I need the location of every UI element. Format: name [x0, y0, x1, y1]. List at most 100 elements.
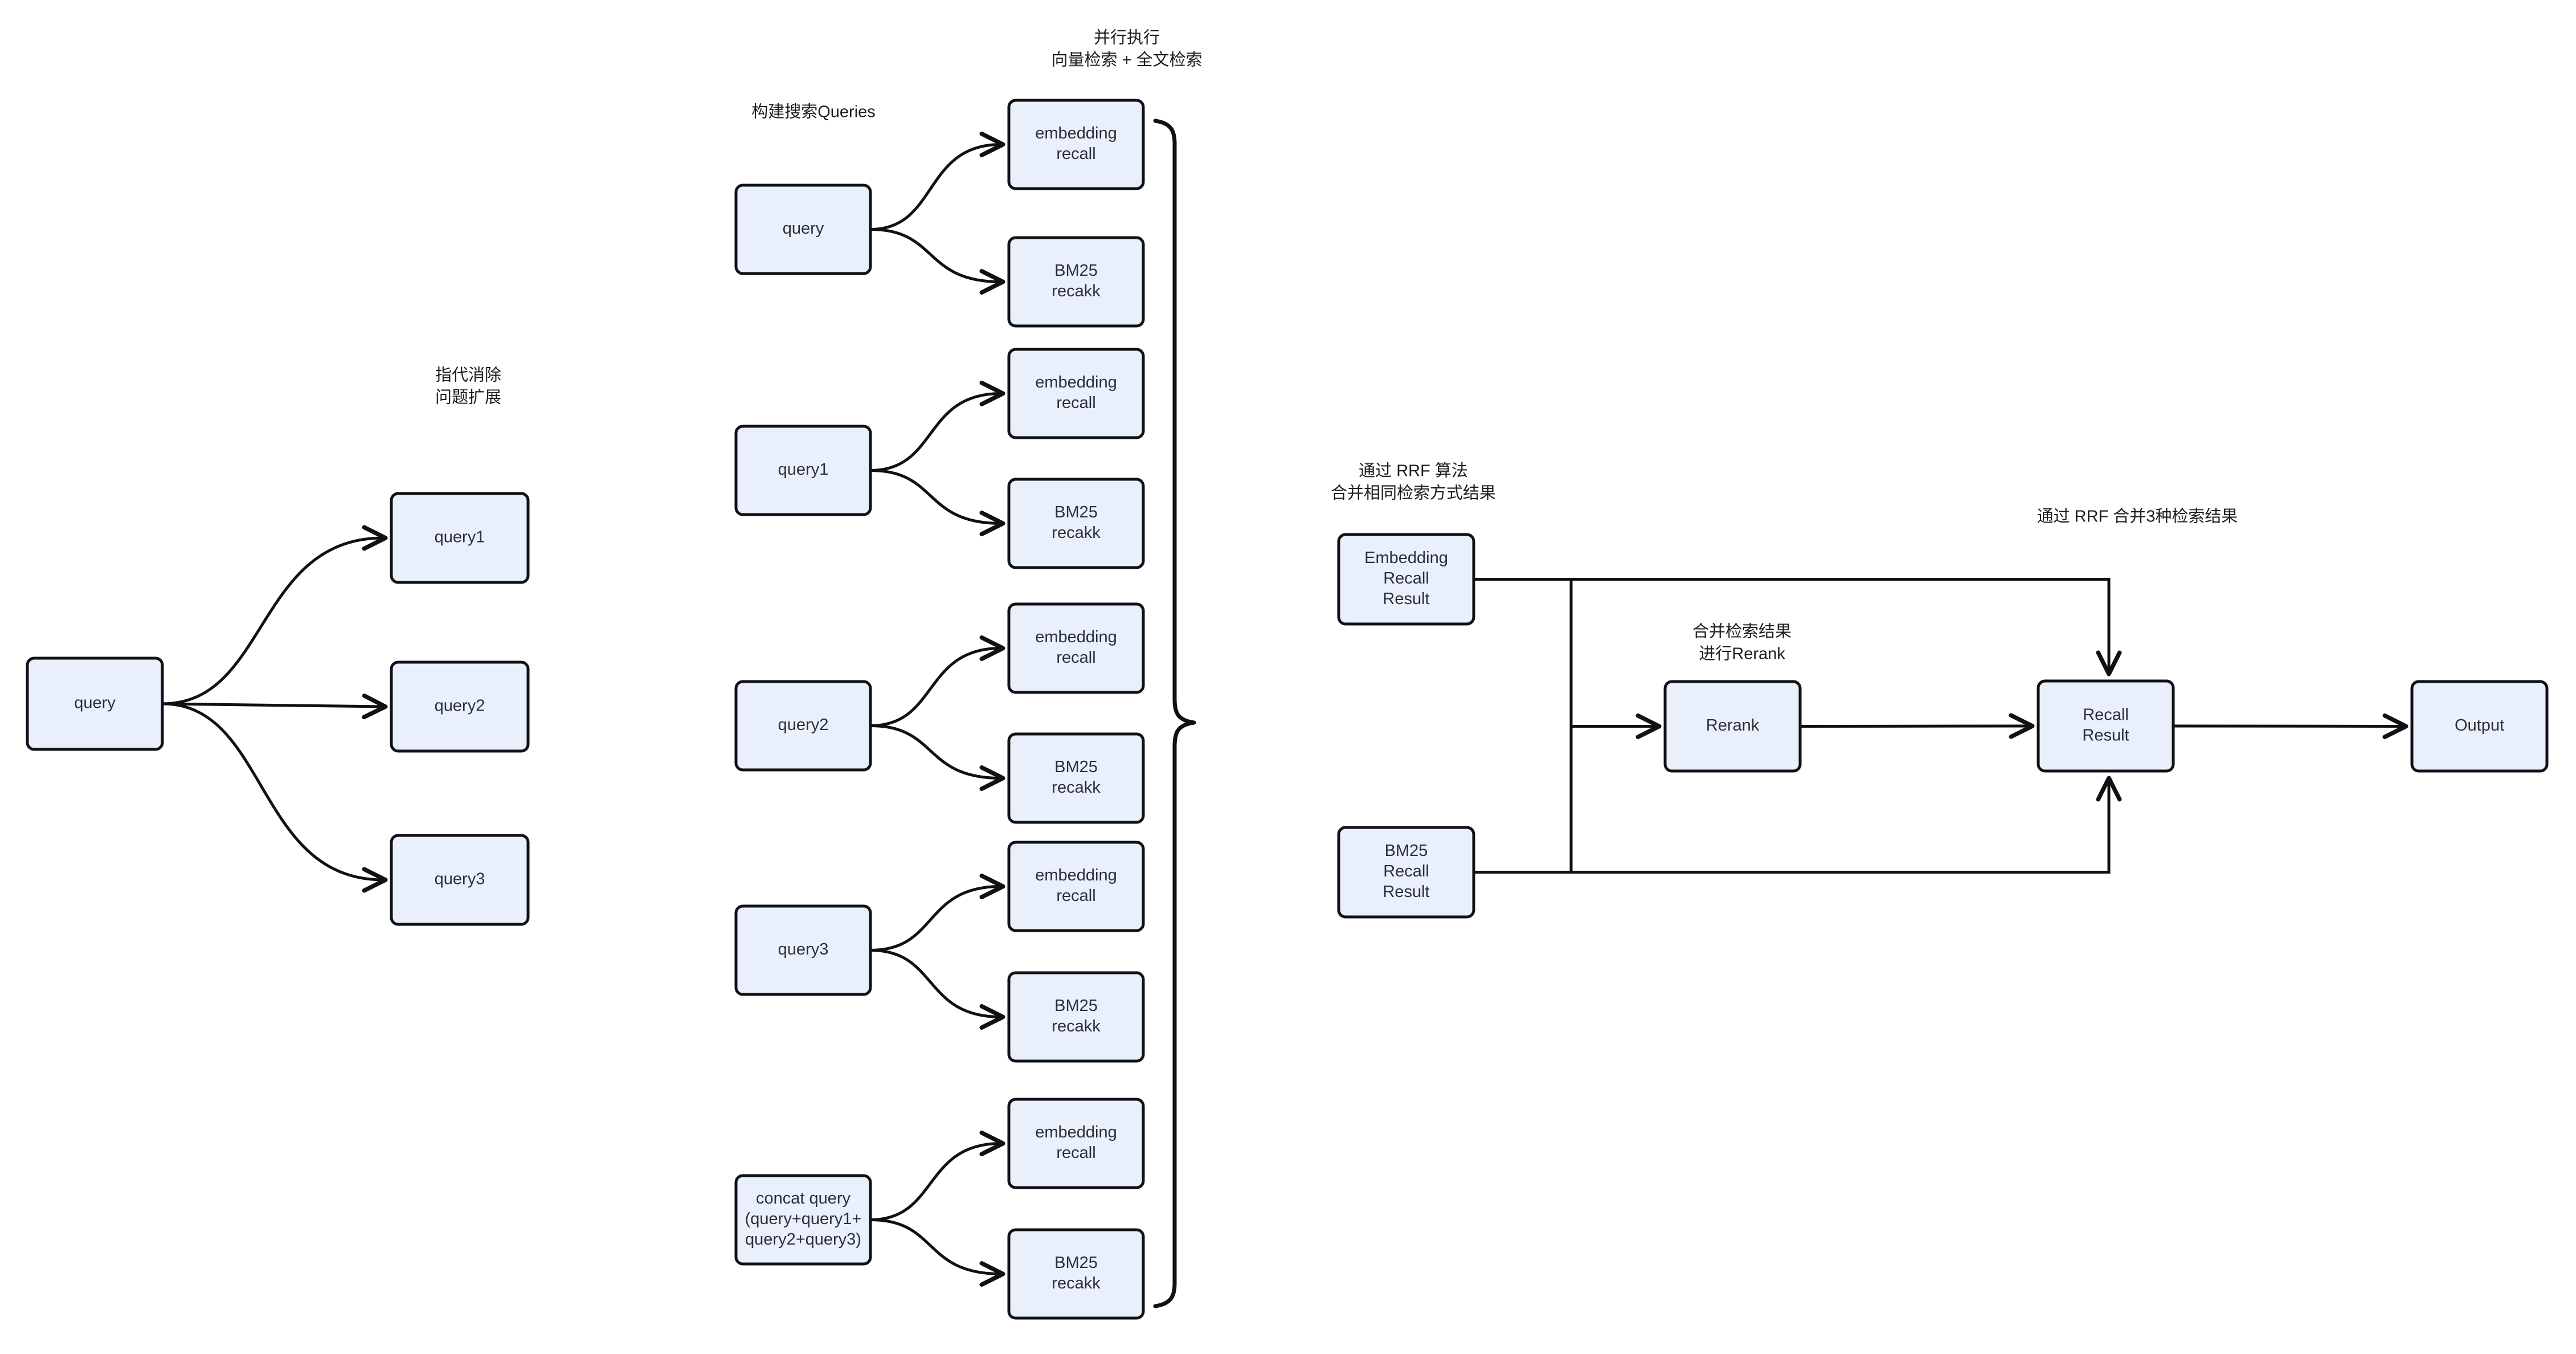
node-embedding-recall-3-label: embedding: [1035, 866, 1117, 884]
node-bm25-recall-result-rect: [1337, 826, 1475, 919]
node-concat-query-label: query2+query3): [745, 1230, 861, 1249]
node-query-q3[interactable]: query3: [734, 904, 872, 996]
node-query2-left[interactable]: query2: [390, 660, 530, 753]
edge-query-to-query3: [162, 702, 388, 893]
node-embedding-recall-1-rect: [1007, 348, 1145, 439]
caption-rrf-merge-same-line: 通过 RRF 算法: [1359, 462, 1468, 480]
caption-parallel-exec-line: 向量检索 + 全文检索: [1051, 51, 1202, 70]
caption-build-queries-line: 构建搜索Queries: [751, 103, 876, 121]
edge-group-query3-to-embedding: [870, 874, 1005, 952]
node-query-q0[interactable]: query: [734, 183, 872, 275]
caption-rrf-merge-same-line: 合并相同检索方式结果: [1331, 484, 1496, 503]
node-embedding-recall-3-label: recall: [1056, 887, 1095, 905]
node-embedding-recall-4-label: embedding: [1035, 1123, 1117, 1141]
node-query1-left[interactable]: query1: [390, 492, 530, 584]
edge-embedding-result-to-recall-result: [1474, 578, 2122, 676]
node-bm25-recall-1-label: recakk: [1052, 524, 1101, 542]
node-query-q2[interactable]: query2: [734, 680, 872, 772]
node-query-q1[interactable]: query1: [734, 425, 872, 516]
node-query2-left-rect: [390, 660, 530, 753]
caption-rrf-merge-three: 通过 RRF 合并3种检索结果: [2037, 507, 2238, 526]
node-bm25-recall-2-label: BM25: [1054, 758, 1098, 776]
node-query-q3-rect: [734, 904, 872, 996]
edge-group-concat-to-embedding: [870, 1131, 1005, 1221]
edge-group-query1-to-bm25: [870, 469, 1005, 536]
node-bm25-recall-1[interactable]: BM25 recakk: [1007, 478, 1145, 569]
edge-rerank-to-recall-result: [1800, 713, 2035, 739]
node-embedding-recall-2-label: recall: [1056, 649, 1095, 667]
node-bm25-recall-2-label: recakk: [1052, 778, 1101, 797]
node-bm25-recall-3-label: recakk: [1052, 1017, 1101, 1035]
caption-rrf-merge-three-line: 通过 RRF 合并3种检索结果: [2037, 507, 2238, 526]
node-embedding-recall-0-label: recall: [1056, 145, 1095, 163]
node-query1-left-label: query1: [435, 528, 485, 547]
node-embedding-recall-result-rect: [1337, 533, 1475, 626]
node-bm25-recall-3-rect: [1007, 971, 1145, 1063]
node-bm25-recall-1-rect: [1007, 478, 1145, 569]
node-bm25-recall-2[interactable]: BM25 recakk: [1007, 732, 1145, 824]
node-embedding-recall-result-label: Result: [1383, 590, 1429, 608]
edge-group-query-to-bm25: [870, 228, 1005, 295]
node-recall-result-label: Result: [2082, 727, 2129, 745]
node-concat-query-rect: [734, 1174, 872, 1266]
node-bm25-recall-3[interactable]: BM25 recakk: [1007, 971, 1145, 1063]
node-query-q2-label: query2: [778, 716, 829, 734]
caption-merge-rerank-line: 合并检索结果: [1692, 622, 1792, 641]
node-embedding-recall-4-rect: [1007, 1098, 1145, 1189]
node-embedding-recall-1-label: recall: [1056, 394, 1095, 412]
node-embedding-recall-1-label: embedding: [1035, 373, 1117, 391]
edge-recall-result-to-output: [2173, 713, 2409, 739]
node-recall-result-label: Recall: [2083, 706, 2129, 724]
caption-query-rewrite-line: 指代消除: [435, 366, 501, 385]
edge-bm25-result-to-recall-result: [1474, 776, 2122, 874]
node-query3-left-label: query3: [435, 870, 485, 888]
node-concat-query-label: concat query: [756, 1189, 851, 1208]
node-rerank-rect: [1663, 680, 1802, 773]
node-embedding-recall-0[interactable]: embedding recall: [1007, 99, 1145, 190]
node-bm25-recall-1-label: BM25: [1054, 503, 1098, 521]
node-bm25-recall-result-label: Recall: [1383, 862, 1429, 880]
node-bm25-recall-4-rect: [1007, 1228, 1145, 1320]
node-embedding-recall-2-rect: [1007, 602, 1145, 694]
node-output-rect: [2410, 680, 2549, 773]
node-query-root[interactable]: query: [26, 656, 164, 751]
caption-parallel-exec-line: 并行执行: [1094, 28, 1160, 47]
node-embedding-recall-0-label: embedding: [1035, 124, 1117, 142]
node-concat-query[interactable]: concat query(query+query1+query2+query3): [734, 1174, 872, 1266]
edge-group-query1-to-embedding: [870, 381, 1005, 472]
node-query3-left-rect: [390, 834, 530, 926]
node-embedding-recall-1[interactable]: embedding recall: [1007, 348, 1145, 439]
edge-query-to-query1: [162, 525, 388, 705]
node-output[interactable]: Output: [2410, 680, 2549, 773]
node-query-q1-rect: [734, 425, 872, 516]
node-bm25-recall-2-rect: [1007, 732, 1145, 824]
node-query3-left[interactable]: query3: [390, 834, 530, 926]
node-bm25-recall-4-label: BM25: [1054, 1254, 1098, 1272]
edges-layer: [162, 119, 2409, 1308]
node-embedding-recall-3[interactable]: embedding recall: [1007, 841, 1145, 932]
edge-group-query2-to-bm25: [870, 724, 1005, 791]
node-query1-left-rect: [390, 492, 530, 584]
node-bm25-recall-result-label: BM25: [1385, 842, 1428, 860]
node-bm25-recall-0-label: BM25: [1054, 262, 1098, 280]
node-embedding-recall-result-label: Recall: [1383, 569, 1429, 588]
node-bm25-recall-3-label: BM25: [1054, 997, 1098, 1015]
node-embedding-recall-3-rect: [1007, 841, 1145, 932]
node-rerank[interactable]: Rerank: [1663, 680, 1802, 773]
edge-query-to-query2: [162, 694, 388, 720]
node-query2-left-label: query2: [435, 697, 485, 715]
node-embedding-recall-0-rect: [1007, 99, 1145, 190]
